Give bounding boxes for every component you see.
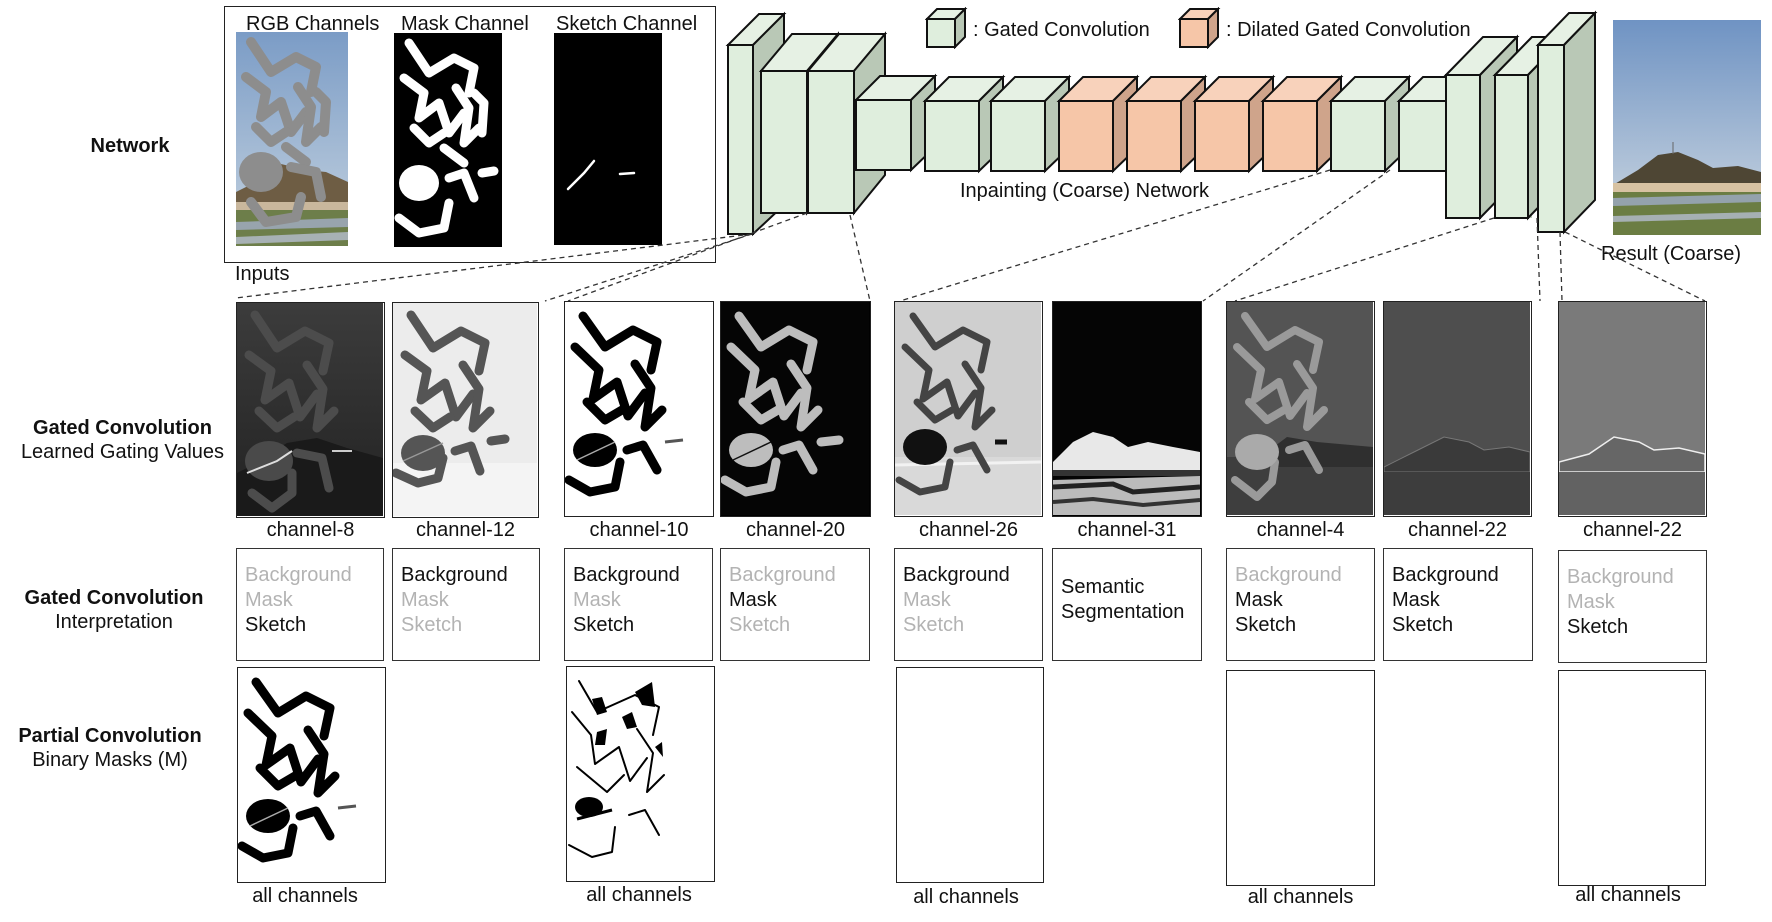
row-label-gating: Gated Convolution Learned Gating Values [0,416,245,464]
interp-5-mask: Mask [903,589,951,611]
interpretation-box-1: Background Mask Sketch [236,548,384,661]
gating-caption-9: channel-22 [1583,519,1682,541]
interpretation-box-2: Background Mask Sketch [392,548,540,661]
interp-7-mask: Mask [1235,589,1283,611]
legend-dilated-cube-icon [1178,7,1221,49]
interp-9-background: Background [1567,566,1674,588]
interp-7-sketch: Sketch [1235,614,1297,636]
interpretation-box-8: Background Mask Sketch [1383,548,1533,661]
interp-6-semantic: Semantic [1061,576,1145,598]
interp-2-background: Background [401,564,508,586]
interpretation-box-9: Background Mask Sketch [1558,550,1707,663]
interp-2-mask: Mask [401,589,449,611]
network-label: Inpainting (Coarse) Network [960,180,1209,202]
interp-4-background: Background [729,564,836,586]
row-label-interpretation: Gated Convolution Interpretation [0,586,228,634]
gating-panel-channel-22b [1558,301,1707,517]
row-label-partial-title: Partial Convolution [18,725,202,747]
partial-mask-4 [1226,670,1375,886]
inputs-frame [224,6,716,263]
legend-gated-cube-icon [925,7,968,49]
interpretation-box-5: Background Mask Sketch [894,548,1043,661]
interp-6-segmentation: Segmentation [1061,601,1185,623]
inputs-label: Inputs [235,263,290,285]
interpretation-box-7: Background Mask Sketch [1226,548,1375,661]
gating-caption-2: channel-12 [416,519,515,541]
gating-panel-channel-22a [1383,301,1532,517]
gating-panel-channel-26 [894,301,1043,517]
interp-3-sketch: Sketch [573,614,635,636]
network-architecture [725,10,1598,237]
partial-mask-5 [1558,670,1706,886]
interpretation-box-6: Semantic Segmentation [1052,548,1202,661]
input-title-sketch: Sketch Channel [556,13,698,35]
gating-caption-3: channel-10 [589,519,689,541]
partial-caption-1: all channels [252,885,358,907]
partial-mask-3 [896,667,1044,883]
interp-3-background: Background [573,564,680,586]
row-label-gating-subtitle: Learned Gating Values [20,441,225,463]
gating-panel-channel-8 [236,302,385,518]
row-label-network: Network [60,134,200,158]
sketch-input-image [554,33,662,245]
gating-caption-5: channel-26 [919,519,1018,541]
interp-8-mask: Mask [1392,589,1440,611]
gating-panel-channel-10 [564,301,714,517]
mid-dilated-3 [1192,74,1276,174]
gating-panel-channel-31 [1052,301,1202,517]
partial-caption-3: all channels [913,886,1019,908]
partial-caption-5: all channels [1575,884,1681,906]
partial-mask-2 [566,666,715,882]
interp-2-sketch: Sketch [401,614,463,636]
partial-mask-1 [237,667,386,883]
input-title-rgb: RGB Channels [246,13,380,35]
interp-8-background: Background [1392,564,1499,586]
interp-4-mask: Mask [729,589,777,611]
gating-caption-8: channel-22 [1408,519,1507,541]
gating-caption-4: channel-20 [746,519,845,541]
interp-1-background: Background [245,564,352,586]
row-label-gating-title: Gated Convolution [33,417,212,439]
gating-caption-7: channel-4 [1256,519,1345,541]
gating-panel-channel-12 [392,302,539,518]
partial-caption-4: all channels [1247,886,1354,908]
interp-9-sketch: Sketch [1567,616,1629,638]
interp-9-mask: Mask [1567,591,1615,613]
result-label: Result (Coarse) [1601,243,1742,265]
row-label-interpretation-subtitle: Interpretation [55,611,173,633]
rgb-input-image [236,32,348,246]
interpretation-box-3: Background Mask Sketch [564,548,713,661]
legend-gated-label: : Gated Convolution [973,19,1150,41]
row-label-interpretation-title: Gated Convolution [24,587,204,609]
interp-8-sketch: Sketch [1392,614,1454,636]
gating-panel-channel-20 [720,301,871,517]
interp-3-mask: Mask [573,589,621,611]
decoder-layer-3 [1535,10,1598,235]
interp-7-background: Background [1235,564,1342,586]
interp-5-background: Background [903,564,1010,586]
row-label-partial: Partial Convolution Binary Masks (M) [0,724,220,772]
row-label-partial-subtitle: Binary Masks (M) [32,749,188,771]
mid-dilated-1 [1056,74,1140,174]
input-title-mask: Mask Channel [401,13,529,35]
interp-5-sketch: Sketch [903,614,965,636]
interp-1-mask: Mask [245,589,293,611]
result-coarse-image [1613,20,1761,235]
gating-caption-6: channel-31 [1077,519,1177,541]
gating-caption-1: channel-8 [266,519,355,541]
row-label-network-title: Network [90,135,170,157]
interpretation-box-4: Background Mask Sketch [720,548,870,661]
partial-caption-2: all channels [586,884,692,906]
interp-1-sketch: Sketch [245,614,307,636]
interp-4-sketch: Sketch [729,614,791,636]
legend-dilated-label: : Dilated Gated Convolution [1226,19,1471,41]
mask-input-image [394,33,502,247]
gating-panel-channel-4 [1226,301,1375,517]
